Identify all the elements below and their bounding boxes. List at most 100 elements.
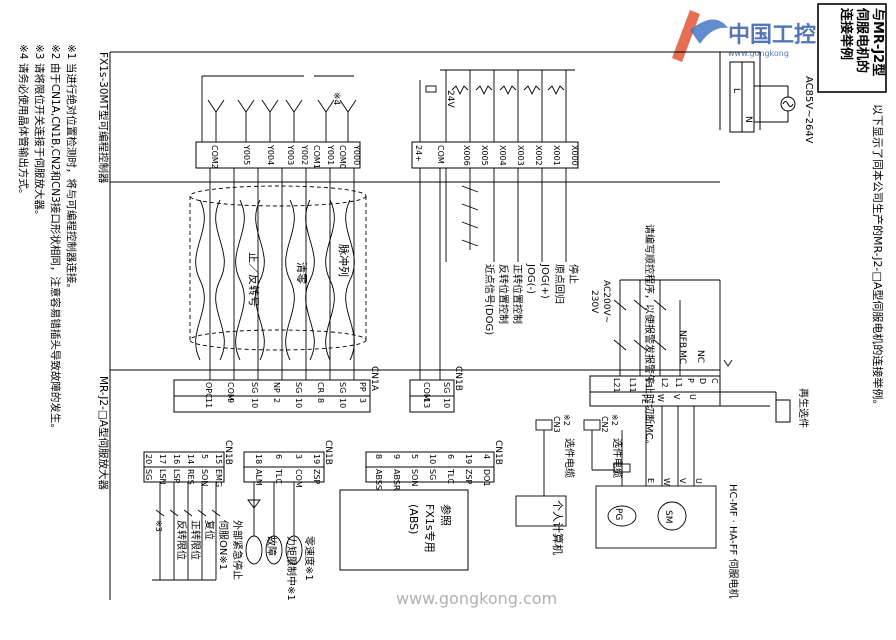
cable-pulse-label: 脉冲列 [337,244,351,277]
cn1a-pin-number: 10 [250,398,259,408]
motor-terminal: U [688,394,697,400]
pc-label: 个人计算机 [551,500,565,555]
input-function-label: 近点信号(DOG) [483,264,496,335]
cn1a-pin-number: 11 [204,398,213,408]
cn1a-pin-number: 10 [294,398,303,408]
left-input-function-label: 反转限位 [175,520,188,560]
plc-output-terminal: Y002 [300,144,309,165]
transistor-outputs [201,75,357,142]
fx-abs-line3: (ABS) [407,504,420,534]
ac-label-1: AC200V~ [601,280,611,323]
plc-output-terminal: Y005 [242,144,251,165]
title-line-2: 伺服电机的 [854,7,870,73]
sm-label: SM [663,510,673,523]
cn1a-label: CN1A [369,366,379,392]
cn1b-left-pin-name: SG [144,469,153,480]
cn1a-pin-number: 9 [226,398,235,403]
cn1a-block [173,379,371,413]
cable-clear-label: 清零 [295,262,308,284]
footer-watermark: www.gongkong.com [396,589,557,608]
plc-input-terminal: 24+ [414,145,423,162]
cn1b-left-block [143,451,225,483]
star2a-mark: ※2 [610,414,619,426]
power-terminal: L21 [612,378,621,393]
note-2: ※2 由于CN1A,CN1B,CN2和CN3接口形状相同，注意容易错插头导致故障… [49,44,62,434]
fx-abs-box [339,489,469,571]
star2b-mark: ※2 [562,414,571,426]
plc-input-terminal: COM [436,145,445,164]
pg-label: PG [613,508,623,520]
cn1b-low-pin-name: TLC [274,468,283,484]
cn1a-pin-name: NP [272,382,281,393]
cn1b-low-pin-number: 19 [312,454,321,464]
cn1b-low-pin-number: 18 [254,454,263,464]
cn3-label: CN3 [552,416,561,433]
plc-input-terminal: X003 [516,145,525,166]
cable-bundle [189,168,441,380]
cn1a-pin-number: 8 [316,398,325,403]
title-line-3: 连接举例 [838,8,854,60]
pc-cable-label: 选件电缆 [563,438,576,478]
power-L: L [731,88,741,93]
encoder-cable-label: 选件电缆 [611,438,624,478]
cn1a-pin-name: SG [250,382,259,393]
cn1a-pin-name: PP [358,382,367,392]
regen-option [720,391,791,423]
cn1b-left-pin-name: SON [200,469,209,486]
left-input-function-label: 正转限位 [189,520,202,560]
servo-motor-title: HC-MF · HA-FF 伺服电机 [727,484,740,598]
power-terminal-block [589,375,721,407]
plc-output-terminal: COM1 [312,145,321,169]
cn1b-left-pin-name: RES [186,469,195,485]
encoder-icon [607,505,637,527]
mc-note: 请编写顺控程序，以便报警发报警停止时切断MC。 [643,224,656,450]
plc-output-strip [195,141,361,169]
cn1b-low-pin-name: COM [294,469,303,488]
dc24-label: 24V [445,90,455,108]
servo-motor-icon [657,501,687,531]
nc-label: NC [695,350,705,363]
cn1b-top-pin-number: 10 [442,398,451,408]
cn1b-low-pin-number: 6 [274,454,283,459]
power-terminal: L2 [660,378,669,388]
regen-terminal: P [686,378,695,383]
cable-dir-label: 正／反转号 [247,252,261,307]
plc-input-terminal: X006 [462,145,471,166]
cn1a-pin-name: SG [338,382,347,393]
plc-output-terminal: COM0 [338,145,347,169]
title-line-1: 与MR-J2型 [870,8,886,76]
plc-input-terminal: X005 [480,145,489,166]
cn1b-left-pin-number: 20 [144,454,153,464]
cn1b-left-pin-number: 14 [186,454,195,464]
output-lamps [245,482,303,565]
input-function-label: 正转位置控制 [511,264,524,324]
title-box [817,3,887,93]
power-terminal: L3 [644,378,653,388]
cn1b-mid-pin-number: 6 [446,454,455,459]
power-ln-block: L N [729,61,796,133]
cn1b-top-pin-name: SG [442,382,451,393]
cn1b-mid-pin-name: ABSS [374,469,383,490]
cn1b-mid-pin-name: ABSR [392,469,401,491]
plc-input-terminal: X000 [570,145,579,166]
cn1b-left-pin-number: 5 [200,454,209,459]
regen-terminal: C [710,378,719,384]
regen-label: 再生选件 [797,388,810,428]
mc-label: MC [677,350,687,364]
cn1b-mid-label: CN1B [493,440,503,465]
cn1b-top-label: CN1B [453,366,463,391]
plc-output-terminal: Y000 [352,144,361,165]
left-input-function-label: 复位 [203,520,216,540]
servo-motor [595,406,717,549]
input-function-label: 停止 [567,264,580,284]
cn1b-low-pin-name: ZSP [312,469,321,485]
cn2-cn3 [515,419,614,527]
input-function-label: 反转位置控制 [497,264,510,324]
left-input-switches [152,482,221,581]
cn1b-mid-pin-name: ZSP [464,469,473,485]
cn1a-pin-number: 10 [338,398,347,408]
cn2-label: CN2 [600,416,609,433]
motor-terminal: V [672,394,681,400]
fx-abs-line1: 参照 [439,504,453,526]
cn1a-pin-name: SG [294,382,303,393]
